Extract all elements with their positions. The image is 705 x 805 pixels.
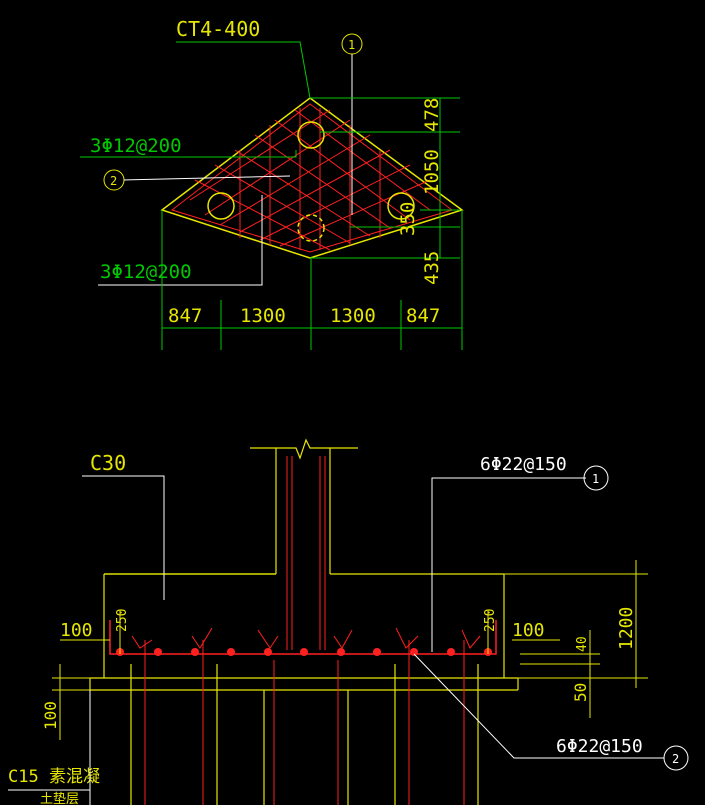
c30-leader: [82, 475, 165, 600]
section-rebar-top: 6Φ22@150: [480, 454, 567, 475]
plan-rebar-top: 3Φ12@200: [90, 135, 182, 157]
dim-bottom-4: 847: [406, 305, 440, 327]
rebar-mesh: [189, 108, 431, 251]
dim-cover-right: 100: [512, 620, 545, 641]
dim-bottom-100: 100: [41, 701, 60, 730]
rebar-top-leader: [80, 150, 297, 158]
dim-50: 50: [571, 683, 590, 702]
dim-40: 40: [575, 636, 590, 652]
dim-cover-left: 100: [60, 620, 93, 641]
section-view: C30 6Φ22@150 1 6Φ22@150 2 100 10: [8, 438, 689, 805]
rebar-hooks: [131, 627, 481, 649]
dim-right-1: 478: [421, 98, 443, 132]
callout-1-label: 1: [348, 38, 355, 52]
dim-right-4: 435: [421, 251, 443, 285]
pile-rebar: [144, 640, 465, 805]
column-outline: [250, 438, 358, 574]
dim-height: 1200: [616, 607, 637, 650]
section-rebar-bottom: 6Φ22@150: [556, 736, 643, 757]
section-callout-1: [583, 465, 609, 491]
section-callout-2-label: 2: [672, 752, 679, 766]
dim-bottom-2: 1300: [240, 305, 286, 327]
rebar-bottom-leader-section: [413, 653, 664, 759]
plan-bottom-dims: [161, 210, 463, 350]
plan-rebar-bottom: 3Φ12@200: [100, 261, 192, 283]
dim-bottom-3: 1300: [330, 305, 376, 327]
rebar-bottom-leader: [98, 195, 263, 286]
dim-hook-right: 250: [483, 609, 498, 632]
pile-bottom: [297, 214, 325, 242]
pile-top: [297, 121, 325, 149]
title-leader: [176, 41, 311, 99]
callout-2-leader: [123, 175, 291, 181]
plan-view: CT4-400 1 2 3Φ12@200 3Φ12@200 847 1300 1…: [80, 17, 464, 350]
concrete-grade: C30: [90, 451, 126, 475]
section-callout-1-label: 1: [592, 472, 599, 486]
dim-hook-left: 250: [115, 609, 130, 632]
pile-right: [387, 192, 415, 220]
dim-right-3: 350: [397, 202, 419, 236]
plan-right-dims: [310, 97, 460, 259]
dim-right-2: 1050: [421, 149, 443, 195]
section-callout-2: [663, 745, 689, 771]
pilecap-rebar-outline: [170, 103, 454, 253]
plain-concrete-label: C15 素混凝: [8, 767, 100, 787]
section-piles: [130, 664, 479, 805]
plan-title: CT4-400: [176, 17, 260, 41]
callout-2-label: 2: [110, 174, 117, 188]
section-dims: [52, 560, 648, 740]
pile-left: [207, 192, 235, 220]
dim-bottom-1: 847: [168, 305, 202, 327]
rebar-dots: [116, 648, 492, 656]
plain-concrete-label-2: 土垫层: [40, 791, 79, 805]
rebar-top-leader-section: [431, 477, 586, 652]
column-rebar: [286, 456, 326, 650]
